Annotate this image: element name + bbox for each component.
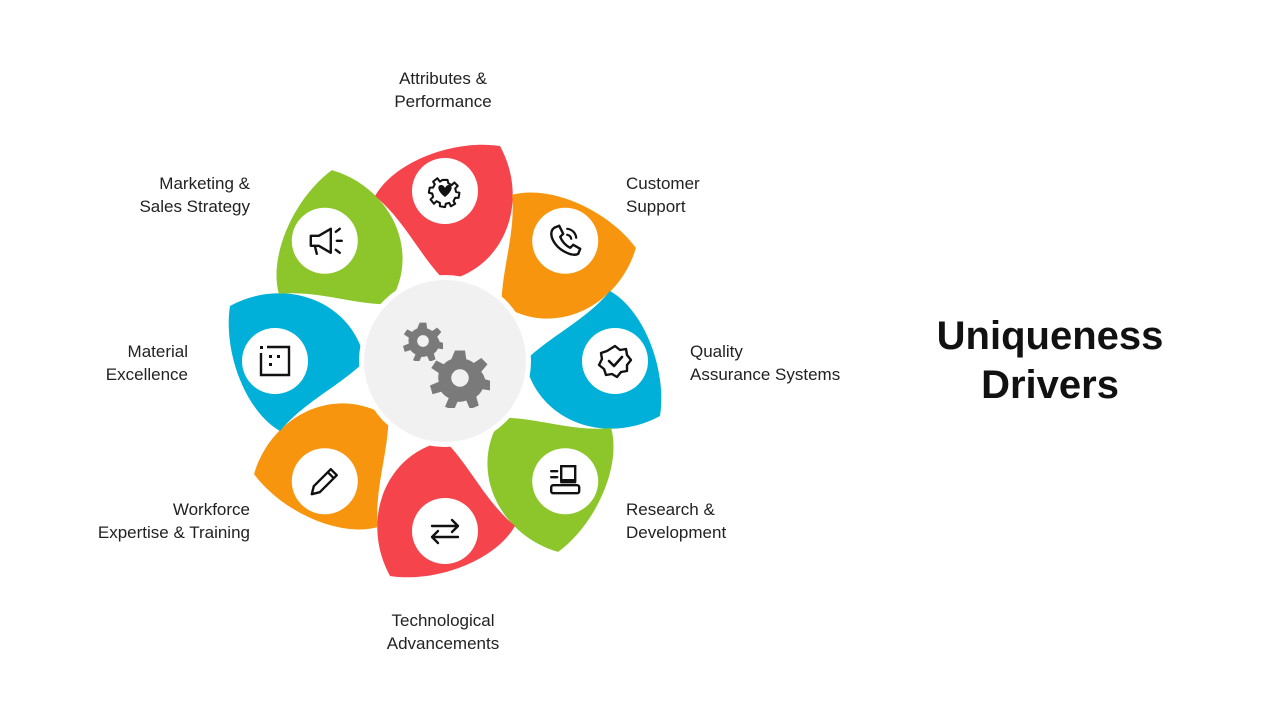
label-quality: Quality Assurance Systems (690, 340, 840, 386)
page-title: Uniqueness Drivers (900, 312, 1200, 410)
label-workforce-line2: Expertise & Training (97, 523, 250, 542)
node-research (529, 445, 602, 518)
node-face-customer (532, 207, 599, 274)
label-workforce-line1: Workforce (172, 500, 250, 519)
label-customer: Customer Support (626, 172, 700, 218)
node-material (239, 325, 311, 397)
node-technological (409, 495, 481, 567)
dotted-square-icon (259, 345, 291, 377)
node-face-workforce (291, 448, 358, 515)
label-customer-line1: Customer (626, 174, 700, 193)
label-material-line2: Excellence (105, 365, 188, 384)
label-technological-line2: Advancements (386, 634, 500, 653)
pencil-icon (310, 468, 338, 496)
center-hub (364, 280, 526, 442)
label-technological: Technological Advancements (363, 609, 523, 655)
label-attributes-line2: Performance (394, 92, 492, 111)
node-ring (239, 155, 651, 567)
label-customer-line2: Support (626, 197, 686, 216)
node-face-quality (582, 328, 648, 394)
node-attributes (409, 155, 481, 227)
phone-icon (550, 224, 582, 256)
node-quality (579, 325, 651, 397)
node-workforce (288, 445, 361, 518)
label-material-line1: Material (127, 342, 188, 361)
microscope-icon (550, 465, 581, 495)
label-material: Material Excellence (28, 340, 188, 386)
label-marketing-line2: Sales Strategy (139, 197, 250, 216)
label-quality-line2: Assurance Systems (690, 365, 841, 384)
node-face-technological (412, 498, 478, 564)
label-attributes-line1: Attributes & (399, 69, 487, 88)
badge-check-icon (597, 344, 633, 379)
node-customer (529, 204, 602, 277)
node-face-marketing (291, 207, 358, 274)
label-research: Research & Development (626, 498, 726, 544)
node-face-material (242, 328, 308, 394)
node-marketing (288, 204, 361, 277)
title-line1: Uniqueness (936, 314, 1164, 358)
label-marketing-line1: Marketing & (159, 174, 250, 193)
swap-arrows-icon (430, 518, 460, 545)
label-quality-line1: Quality (690, 342, 743, 361)
label-technological-line1: Technological (391, 611, 495, 630)
megaphone-icon (309, 227, 343, 255)
label-research-line2: Development (626, 523, 727, 542)
title-line2: Drivers (981, 363, 1119, 407)
label-workforce: Workforce Expertise & Training (40, 498, 250, 544)
label-attributes: Attributes & Performance (363, 67, 523, 113)
label-marketing: Marketing & Sales Strategy (60, 172, 250, 218)
label-research-line1: Research & (626, 500, 715, 519)
gear-heart-icon (427, 177, 461, 209)
